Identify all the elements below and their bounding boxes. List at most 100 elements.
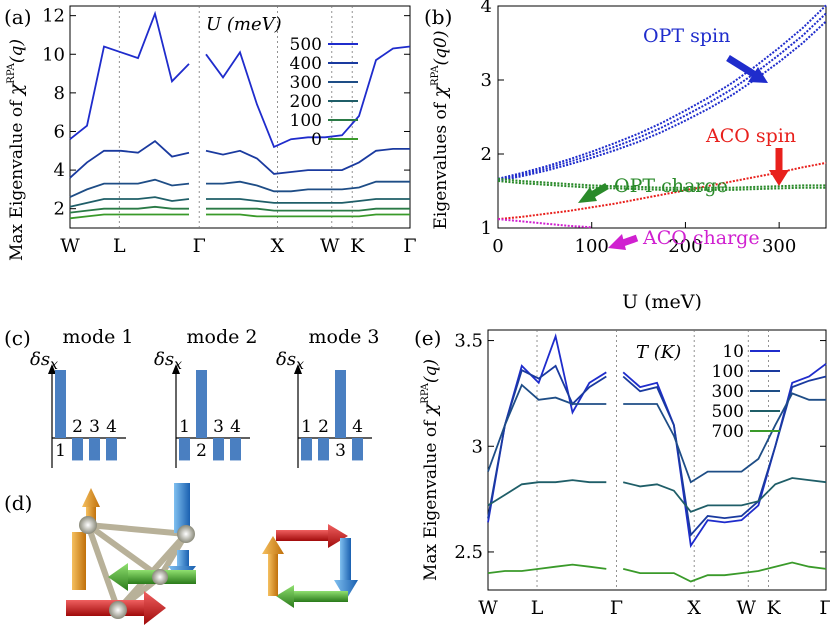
spin-arrow-orange-small: [262, 536, 284, 596]
x-tick-label: L: [113, 235, 126, 257]
panel-a-frame: [69, 5, 411, 229]
site-ball: [177, 525, 195, 543]
mode-title: mode 1: [63, 326, 134, 348]
panel-a-ylabel: Max Eigenvalue of χRPA(q): [5, 39, 27, 261]
x-tick-label: Γ: [403, 235, 416, 257]
legend-label-10: 10: [722, 342, 744, 362]
y-tick-label: 2: [54, 199, 65, 220]
y-tick-label: 2: [481, 144, 492, 165]
series-line-300: [487, 383, 607, 472]
panel-e-frame: [487, 329, 827, 591]
y-tick-label: 3: [481, 70, 492, 91]
x-tick-label: Γ: [610, 597, 623, 619]
series-line-500: [487, 479, 607, 507]
series-line-0: [69, 213, 189, 220]
series-line-0: [206, 213, 410, 218]
series-line-100: [69, 205, 189, 214]
series-points: [497, 12, 827, 181]
panel-a-series: [69, 10, 411, 220]
series-opt-spin: [497, 4, 827, 182]
arrow-aco-spin-head: [769, 170, 789, 186]
panel-b-xlabel: U (meV): [622, 291, 702, 313]
series-line-300: [623, 392, 826, 484]
x-tick-label: W: [478, 597, 498, 619]
annotation-opt-charge: OPT charge: [614, 175, 728, 197]
x-tick-label: L: [531, 597, 544, 619]
y-tick-label: 4: [54, 160, 65, 181]
axis-subscript: x: [50, 357, 58, 373]
spin-arrow-green-small: [276, 585, 348, 608]
site-label: 4: [230, 417, 241, 437]
site-label: 1: [55, 441, 66, 461]
x-tick-label: Γ: [193, 235, 206, 257]
y-tick-label: 2.5: [454, 542, 483, 563]
panel-a-label: (a): [4, 5, 32, 29]
x-tick-label: X: [271, 235, 285, 257]
series-line-10: [622, 363, 827, 549]
site-label: 3: [213, 417, 224, 437]
legend-label-300: 300: [712, 382, 744, 402]
annotation-aco-spin: ACO spin: [705, 125, 796, 147]
site-ball: [152, 569, 168, 585]
legend-label-100: 100: [290, 111, 322, 131]
series-line-100: [622, 375, 827, 538]
series-line-100: [206, 207, 410, 212]
arrow-opt-spin-head: [748, 67, 768, 83]
arrow-aco-charge-head: [608, 234, 626, 250]
site-label: 1: [301, 417, 312, 437]
panel-e-series: [487, 333, 827, 583]
panel-c-label: (c): [4, 326, 31, 350]
y-tick-label: 8: [54, 83, 65, 104]
panel-e-ylabel: Max Eigenvalue of χRPA(q): [419, 359, 441, 581]
mode-bar: [335, 370, 346, 438]
panel-b-label: (b): [424, 5, 452, 29]
mode-axis-arrowhead: [172, 364, 180, 374]
mode-axis-arrowhead: [294, 364, 302, 374]
x-tick-label: 0: [492, 236, 503, 257]
x-tick-label: 100: [575, 236, 609, 257]
panel-a-legend-title: U (meV): [206, 14, 282, 35]
x-tick-label: 200: [668, 236, 702, 257]
y-tick-label: 3.5: [454, 331, 483, 352]
axis-subscript: x: [296, 357, 304, 373]
legend-label-300: 300: [290, 73, 322, 93]
y-tick-label: 12: [42, 6, 65, 27]
series-points: [497, 161, 827, 221]
spin-arrow-red-small: [276, 524, 348, 548]
site-label: 1: [179, 417, 190, 437]
series-line-400: [205, 147, 410, 175]
annotation-opt-spin: OPT spin: [643, 25, 730, 47]
series-line-200: [206, 198, 410, 204]
series-line-300: [206, 180, 410, 193]
mode-bar: [72, 438, 83, 461]
spin-arrow-orange: [72, 488, 100, 590]
panel-b-series: [497, 4, 827, 229]
legend-label-200: 200: [290, 92, 322, 112]
series-line-500: [205, 45, 411, 149]
mode-bar: [230, 438, 241, 461]
legend-label-100: 100: [712, 362, 744, 382]
site-label: 4: [352, 417, 363, 437]
x-tick-label: K: [350, 235, 365, 257]
spin-arrow-blue-small: [334, 538, 358, 600]
series-line-700: [487, 563, 607, 574]
y-tick-label: 10: [42, 44, 65, 65]
site-ball: [79, 516, 97, 534]
series-line-700: [622, 561, 827, 583]
legend-label-500: 500: [712, 402, 744, 422]
x-tick-label: W: [736, 597, 756, 619]
series-line-300: [69, 178, 190, 198]
mode-bar: [179, 438, 190, 461]
series-line-500: [69, 10, 190, 140]
mode-bar: [301, 438, 312, 461]
axis-subscript: x: [174, 357, 182, 373]
mode-bar: [196, 370, 207, 438]
panel-d-label: (d): [4, 491, 32, 515]
